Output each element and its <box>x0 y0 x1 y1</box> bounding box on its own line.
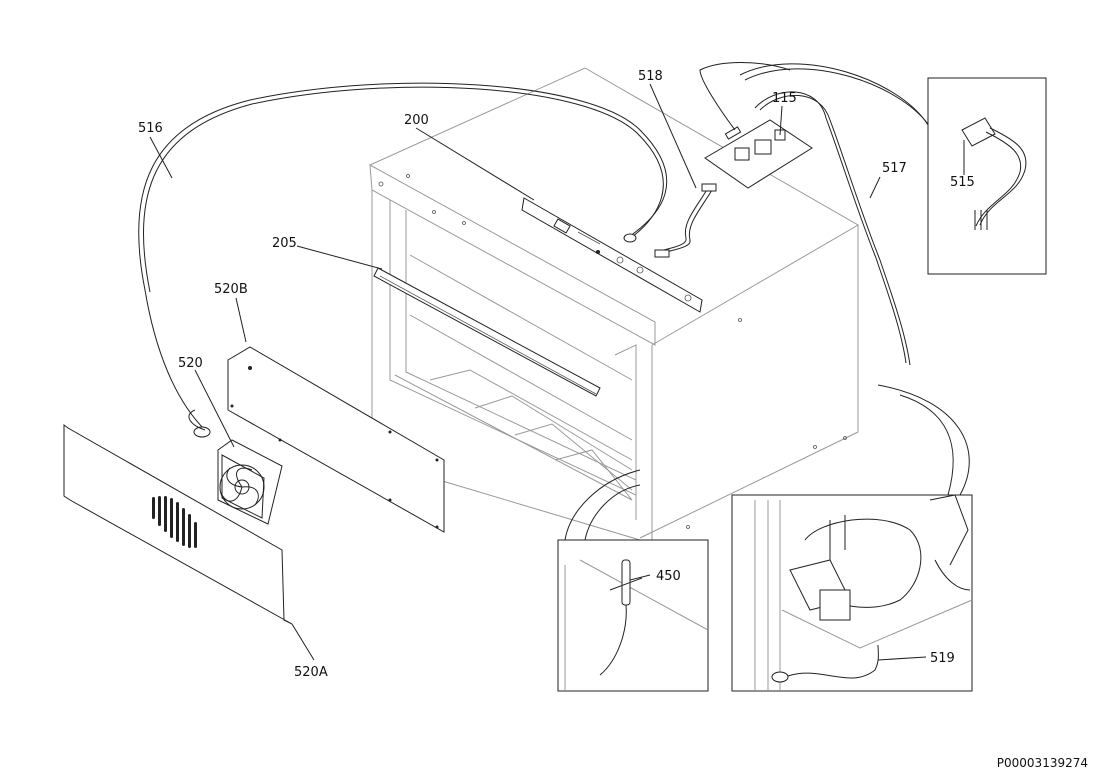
plug-inset-515 <box>927 77 1047 275</box>
cable-517 <box>699 62 911 366</box>
part-labels: 516 200 518 115 517 515 205 520B 520 520… <box>138 69 975 680</box>
power-board-115 <box>704 119 813 189</box>
control-board-200 <box>521 197 703 313</box>
probe-inset-450 <box>557 469 709 692</box>
leader-lines <box>149 83 965 661</box>
label-115: 115 <box>772 91 797 106</box>
label-450: 450 <box>656 569 681 584</box>
label-519: 519 <box>930 651 955 666</box>
front-panel-520A <box>63 424 293 625</box>
fan-cable <box>188 409 206 431</box>
back-panel-520B <box>227 346 445 533</box>
label-520A: 520A <box>294 665 328 680</box>
label-205: 205 <box>272 236 297 251</box>
label-520B: 520B <box>214 282 248 297</box>
document-id: P00003139274 <box>996 756 1088 770</box>
light-bar-205 <box>373 267 601 397</box>
label-518: 518 <box>638 69 663 84</box>
label-200: 200 <box>404 113 429 128</box>
fan-520 <box>217 439 283 525</box>
cable-516 <box>138 82 668 438</box>
label-515: 515 <box>950 175 975 190</box>
label-517: 517 <box>882 161 907 176</box>
compressor-inset-519 <box>731 384 973 692</box>
cable-to-plug <box>739 63 933 131</box>
label-516: 516 <box>138 121 163 136</box>
wire-harness-518 <box>654 183 717 258</box>
grille-vents <box>152 496 197 548</box>
label-520: 520 <box>178 356 203 371</box>
